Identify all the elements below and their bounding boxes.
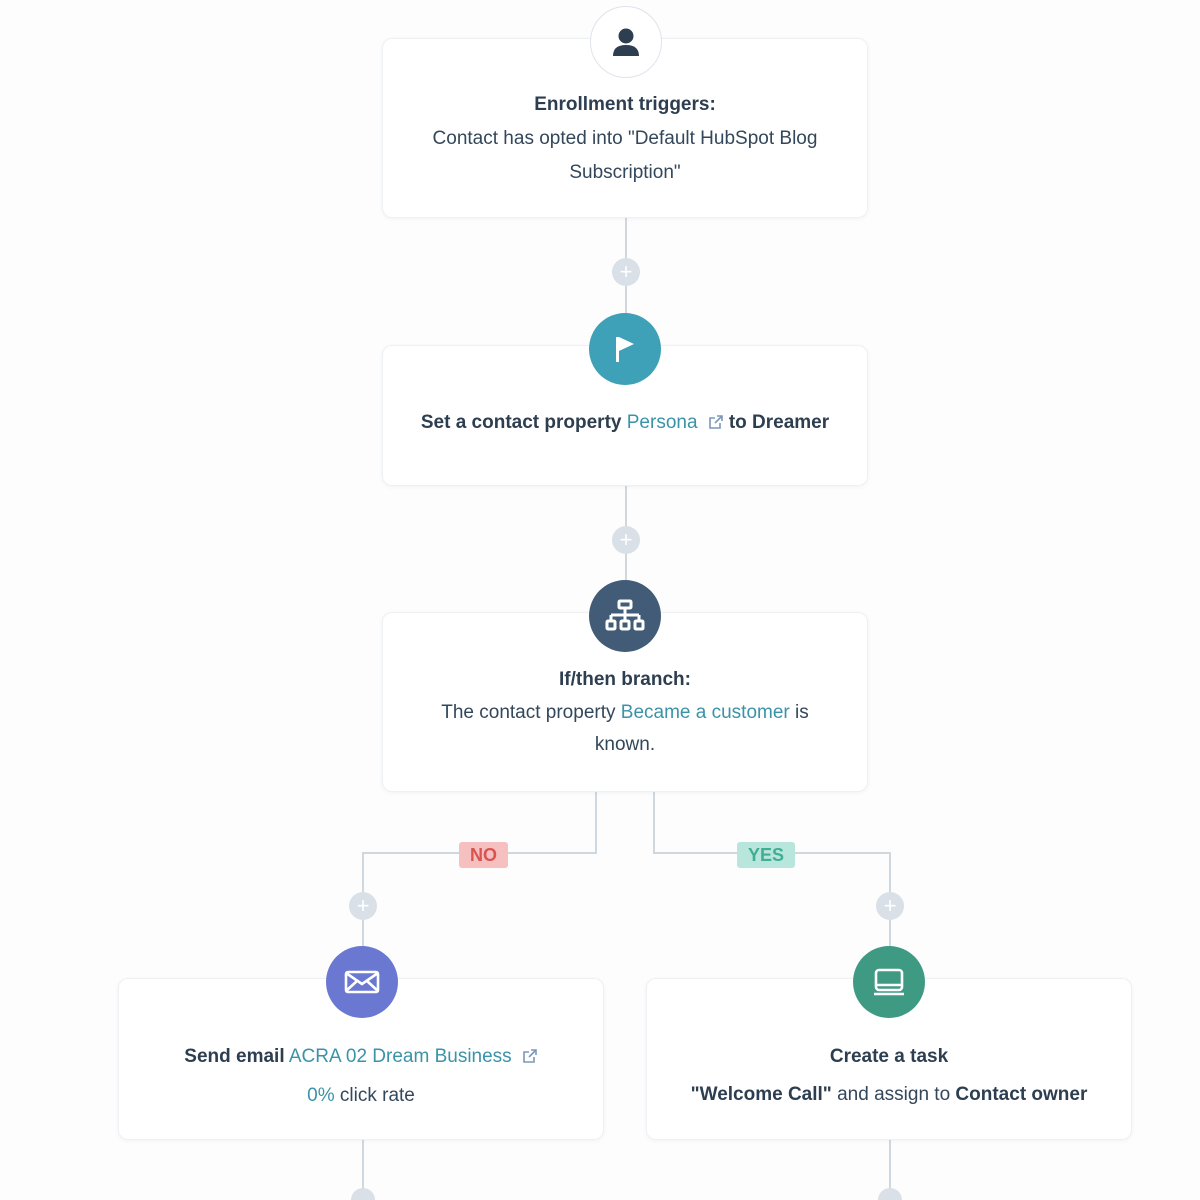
send-email-prefix: Send email [184,1046,285,1067]
add-action-button[interactable]: + [876,892,904,920]
email-stats: 0% click rate [119,1085,603,1107]
enrollment-line-2: Subscription" [569,162,681,183]
branch-icon [589,580,661,652]
add-action-button[interactable]: + [612,526,640,554]
click-rate-label: click rate [339,1085,415,1106]
external-link-icon[interactable] [708,414,724,436]
task-assignee: Contact owner [955,1084,1088,1105]
create-task-title: Create a task [829,1046,949,1067]
add-action-button[interactable]: + [612,258,640,286]
enrollment-line-1: Contact has opted into "Default HubSpot … [432,128,818,149]
email-link[interactable]: ACRA 02 Dream Business [288,1046,512,1067]
person-icon [590,6,662,78]
external-link-icon[interactable] [522,1048,538,1070]
send-email-text: Send email ACRA 02 Dream Business [119,1046,603,1070]
set-property-prefix: Set a contact property [420,412,622,433]
add-action-button[interactable]: + [349,892,377,920]
enrollment-description: Contact has opted into "Default HubSpot … [383,122,867,190]
flag-icon [589,313,661,385]
branch-line-2: known. [594,734,656,755]
set-property-text: Set a contact property Persona to Dreame… [383,412,867,436]
create-task-description: "Welcome Call" and assign to Contact own… [647,1084,1131,1106]
enrollment-title: Enrollment triggers: [534,94,716,115]
task-icon [853,946,925,1018]
task-middle-text: and assign to [837,1084,951,1105]
no-branch-label: NO [459,842,508,868]
became-customer-link[interactable]: Became a customer [620,702,790,723]
set-property-suffix: to Dreamer [728,412,830,433]
persona-link[interactable]: Persona [626,412,698,433]
branch-suffix: is [795,702,809,723]
branch-description: The contact property Became a customer i… [383,697,867,761]
branch-title: If/then branch: [559,669,691,690]
click-rate-value[interactable]: 0% [307,1085,335,1106]
yes-branch-label: YES [737,842,796,868]
envelope-icon [326,946,398,1018]
task-name: "Welcome Call" [690,1084,832,1105]
branch-prefix: The contact property [441,702,616,723]
